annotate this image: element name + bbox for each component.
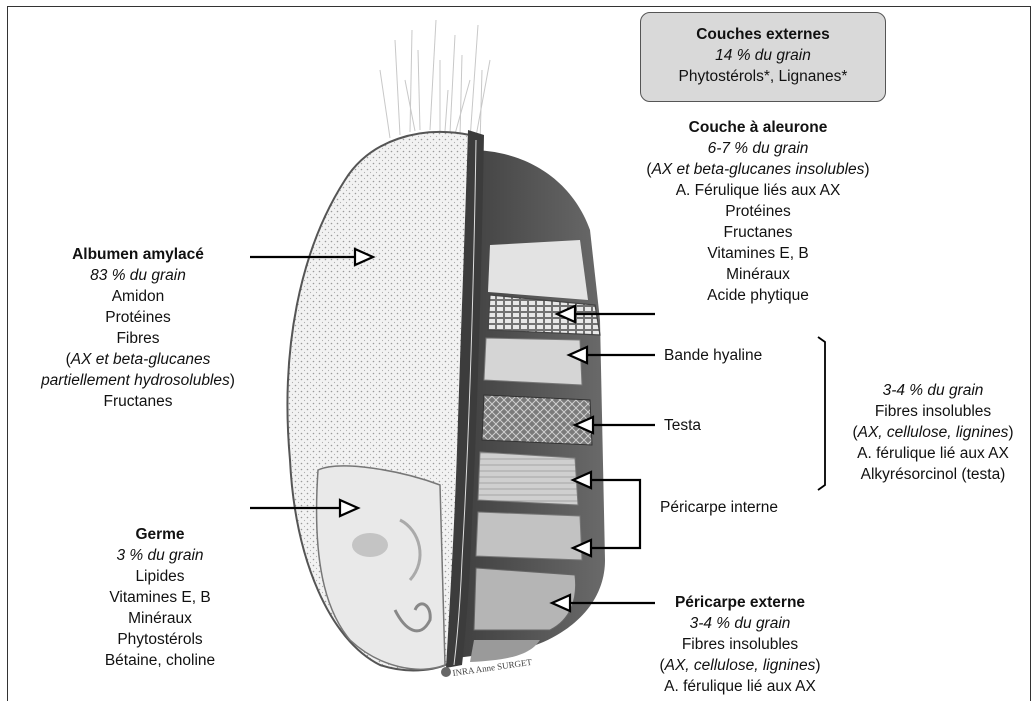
endosperm-subtitle: 83 % du grain bbox=[18, 265, 258, 286]
aleurone-item: Vitamines E, B bbox=[630, 243, 886, 264]
bracket-group-line: Alkyrésorcinol (testa) bbox=[838, 464, 1028, 485]
germ-body bbox=[317, 466, 445, 669]
endosperm-item: Protéines bbox=[18, 307, 258, 328]
outer-layers-subtitle: 14 % du grain bbox=[640, 45, 886, 66]
outer-pericarp-fiber-line: (AX, cellulose, lignines) bbox=[640, 655, 840, 676]
aleurone-item: Protéines bbox=[630, 201, 886, 222]
endosperm-fiber-line-2: partiellement hydrosolubles) bbox=[18, 370, 258, 391]
hyaline-label: Bande hyaline bbox=[664, 345, 762, 366]
bracket-group-fiber-text: AX, cellulose, lignines bbox=[858, 424, 1009, 441]
aleurone-item: Acide phytique bbox=[630, 285, 886, 306]
bracket-group-line: Fibres insolubles bbox=[838, 401, 1028, 422]
paren-close: ) bbox=[1008, 424, 1013, 441]
outer-pericarp-subtitle: 3-4 % du grain bbox=[640, 613, 840, 634]
outer-layers-label: Couches externes 14 % du grain Phytostér… bbox=[640, 24, 886, 87]
aleurone-item: A. Férulique liés aux AX bbox=[630, 180, 886, 201]
paren-close: ) bbox=[230, 372, 235, 389]
layers-bracket bbox=[818, 337, 825, 490]
germ-item: Vitamines E, B bbox=[60, 587, 260, 608]
outer-layers-line: Phytostérols*, Lignanes* bbox=[640, 66, 886, 87]
outer-pericarp-line: A. férulique lié aux AX bbox=[640, 676, 840, 697]
endosperm-fiber-text-1: AX et beta-glucanes bbox=[71, 351, 211, 368]
germ-item: Lipides bbox=[60, 566, 260, 587]
aleurone-item: Minéraux bbox=[630, 264, 886, 285]
paren-close: ) bbox=[815, 657, 820, 674]
testa-label: Testa bbox=[664, 415, 701, 436]
aleurone-fiber-line: (AX et beta-glucanes insolubles) bbox=[630, 159, 886, 180]
outer-pericarp-label: Péricarpe externe 3-4 % du grain Fibres … bbox=[640, 592, 840, 697]
bracket-group-line: A. férulique lié aux AX bbox=[838, 443, 1028, 464]
outer-pericarp-fiber-text: AX, cellulose, lignines bbox=[665, 657, 816, 674]
outer-layers-title: Couches externes bbox=[640, 24, 886, 45]
paren-close: ) bbox=[864, 161, 869, 178]
endosperm-item: Fibres bbox=[18, 328, 258, 349]
endosperm-item: Amidon bbox=[18, 286, 258, 307]
germ-subtitle: 3 % du grain bbox=[60, 545, 260, 566]
germ-item: Phytostérols bbox=[60, 629, 260, 650]
bracket-group-label: 3-4 % du grain Fibres insolubles (AX, ce… bbox=[838, 380, 1028, 485]
aleurone-subtitle: 6-7 % du grain bbox=[630, 138, 886, 159]
endosperm-label: Albumen amylacé 83 % du grain Amidon Pro… bbox=[18, 244, 258, 412]
endosperm-fiber-line-1: (AX et beta-glucanes bbox=[18, 349, 258, 370]
endosperm-fiber-text-2: partiellement hydrosolubles bbox=[41, 372, 230, 389]
bracket-group-subtitle: 3-4 % du grain bbox=[838, 380, 1028, 401]
germ-label: Germe 3 % du grain Lipides Vitamines E, … bbox=[60, 524, 260, 671]
germ-item: Minéraux bbox=[60, 608, 260, 629]
germ-title: Germe bbox=[60, 524, 260, 545]
aleurone-title: Couche à aleurone bbox=[630, 117, 886, 138]
testa-layer bbox=[482, 395, 592, 445]
aleurone-label: Couche à aleurone 6-7 % du grain (AX et … bbox=[630, 117, 886, 306]
outer-pericarp-title: Péricarpe externe bbox=[640, 592, 840, 613]
endosperm-item: Fructanes bbox=[18, 391, 258, 412]
aleurone-fiber-text: AX et beta-glucanes insolubles bbox=[652, 161, 865, 178]
outer-pericarp-line: Fibres insolubles bbox=[640, 634, 840, 655]
endosperm-title: Albumen amylacé bbox=[18, 244, 258, 265]
brush-hairs bbox=[380, 20, 490, 145]
hyaline-layer bbox=[484, 338, 582, 385]
inner-pericarp-layer bbox=[478, 452, 578, 505]
aleurone-item: Fructanes bbox=[630, 222, 886, 243]
bracket-group-fiber-line: (AX, cellulose, lignines) bbox=[838, 422, 1028, 443]
germ-item: Bétaine, choline bbox=[60, 650, 260, 671]
inner-pericarp-label: Péricarpe interne bbox=[660, 497, 778, 518]
